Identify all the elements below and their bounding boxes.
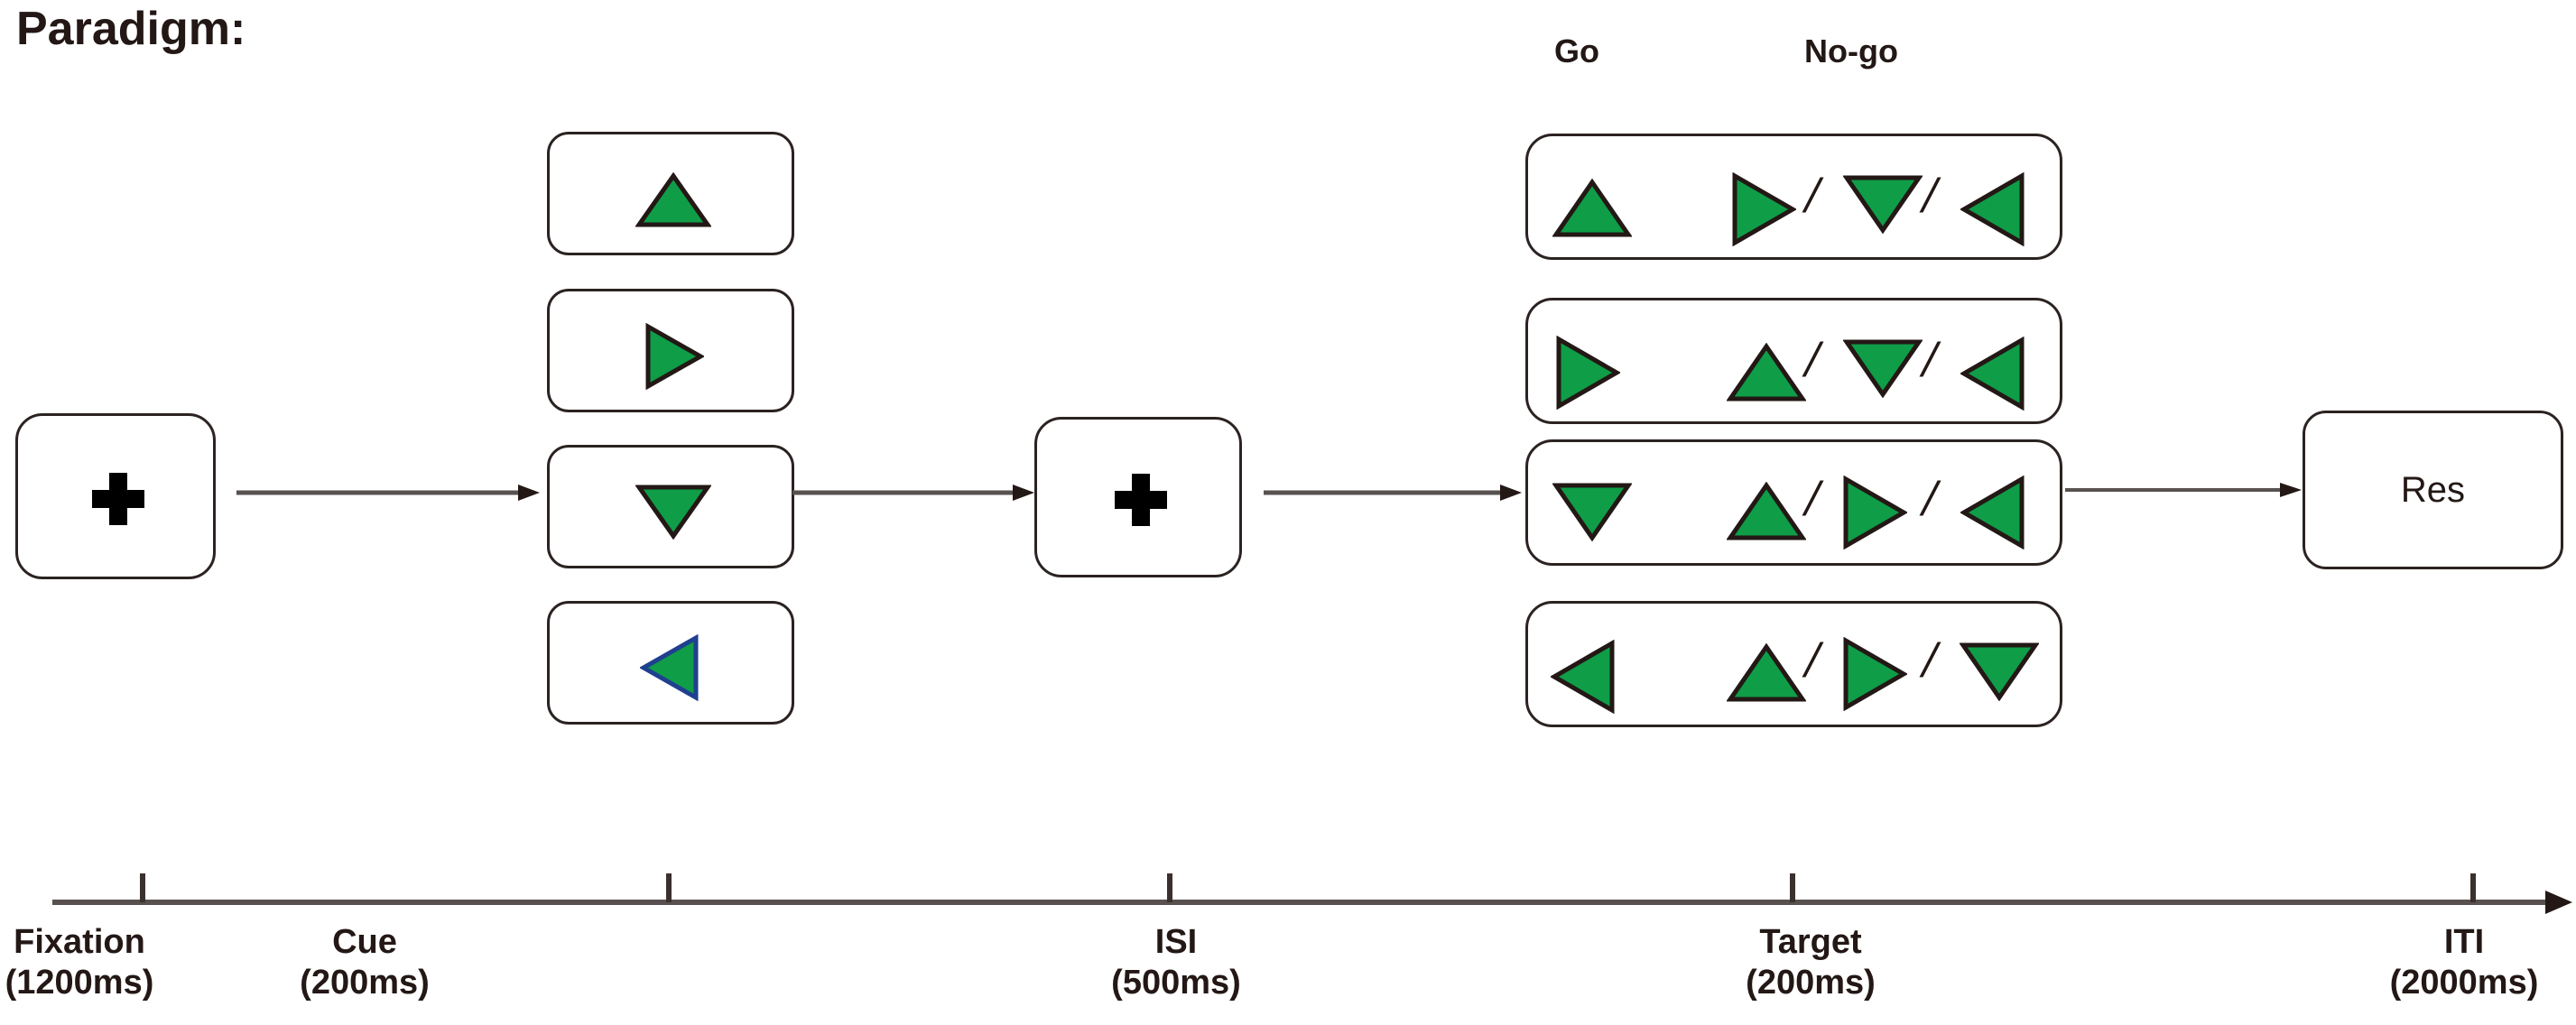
timeline-label-fixation: Fixation (1200ms) <box>5 922 154 1003</box>
triangle-down-icon <box>635 484 711 540</box>
timeline-label-cue: Cue (200ms) <box>300 922 430 1003</box>
isi-box <box>1034 417 1242 577</box>
arrow-cue-to-isi <box>792 484 1034 502</box>
triangle-right-icon <box>644 323 704 390</box>
separator-slash: / <box>1923 165 1938 224</box>
target-header-nogo: No-go <box>1804 32 1898 69</box>
plus-cross-icon <box>92 473 144 525</box>
timeline-stage-duration: (1200ms) <box>5 963 154 1002</box>
target-row: / / <box>1525 298 2062 424</box>
triangle-right-icon <box>1842 637 1907 711</box>
triangle-down-icon <box>1552 482 1632 541</box>
separator-slash: / <box>1805 329 1821 388</box>
triangle-left-icon <box>1551 640 1616 714</box>
separator-slash: / <box>1923 329 1938 388</box>
separator-slash: / <box>1923 630 1938 688</box>
triangle-up-icon <box>1727 482 1806 541</box>
triangle-left-icon <box>1960 172 2025 246</box>
triangle-up-icon <box>1727 643 1806 703</box>
triangle-down-icon <box>1960 642 2039 701</box>
cue-box-left <box>547 601 794 725</box>
timeline-stage-name: Target <box>1759 923 1862 961</box>
page-title: Paradigm: <box>16 3 246 55</box>
target-row: / / <box>1525 439 2062 566</box>
cue-box-up <box>547 132 794 255</box>
timeline-label-target: Target (200ms) <box>1746 922 1876 1003</box>
timeline-stage-name: Cue <box>332 923 397 961</box>
plus-cross-icon <box>1115 474 1167 526</box>
arrow-fixation-to-cue <box>236 484 540 502</box>
timeline-stage-name: ISI <box>1154 923 1198 961</box>
arrow-isi-to-target <box>1264 484 1522 502</box>
triangle-left-icon <box>1960 337 2025 411</box>
timeline-label-isi: ISI (500ms) <box>1111 922 1241 1003</box>
timeline-stage-duration: (200ms) <box>300 963 430 1002</box>
timeline-stage-name: Fixation <box>14 923 145 961</box>
triangle-up-icon <box>1727 343 1806 402</box>
triangle-up-icon <box>1552 179 1632 238</box>
timeline-stage-duration: (500ms) <box>1111 963 1241 1002</box>
timeline-axis <box>0 866 2576 938</box>
timeline-stage-duration: (200ms) <box>1746 963 1876 1002</box>
target-header-go: Go <box>1554 32 1599 69</box>
timeline-stage-name: ITI <box>2443 923 2485 961</box>
separator-slash: / <box>1805 468 1821 527</box>
response-box: Res <box>2303 411 2563 569</box>
triangle-left-icon <box>1960 476 2025 549</box>
target-row: / / <box>1525 134 2062 260</box>
triangle-right-icon <box>1731 172 1796 246</box>
triangle-right-icon <box>1555 336 1620 410</box>
separator-slash: / <box>1923 468 1938 527</box>
triangle-down-icon <box>1843 174 1923 234</box>
triangle-up-icon <box>635 172 711 228</box>
timeline-stage-duration: (2000ms) <box>2389 963 2539 1002</box>
triangle-right-icon <box>1842 476 1907 549</box>
timeline-label-iti: ITI (2000ms) <box>2390 922 2539 1003</box>
cue-box-right <box>547 289 794 412</box>
triangle-left-icon <box>640 634 700 701</box>
separator-slash: / <box>1805 630 1821 688</box>
arrow-target-to-response <box>2065 481 2302 499</box>
triangle-down-icon <box>1843 338 1923 398</box>
target-row: / / <box>1525 601 2062 727</box>
fixation-box <box>15 413 216 579</box>
cue-box-down <box>547 445 794 568</box>
separator-slash: / <box>1805 165 1821 224</box>
response-label: Res <box>2400 469 2466 510</box>
